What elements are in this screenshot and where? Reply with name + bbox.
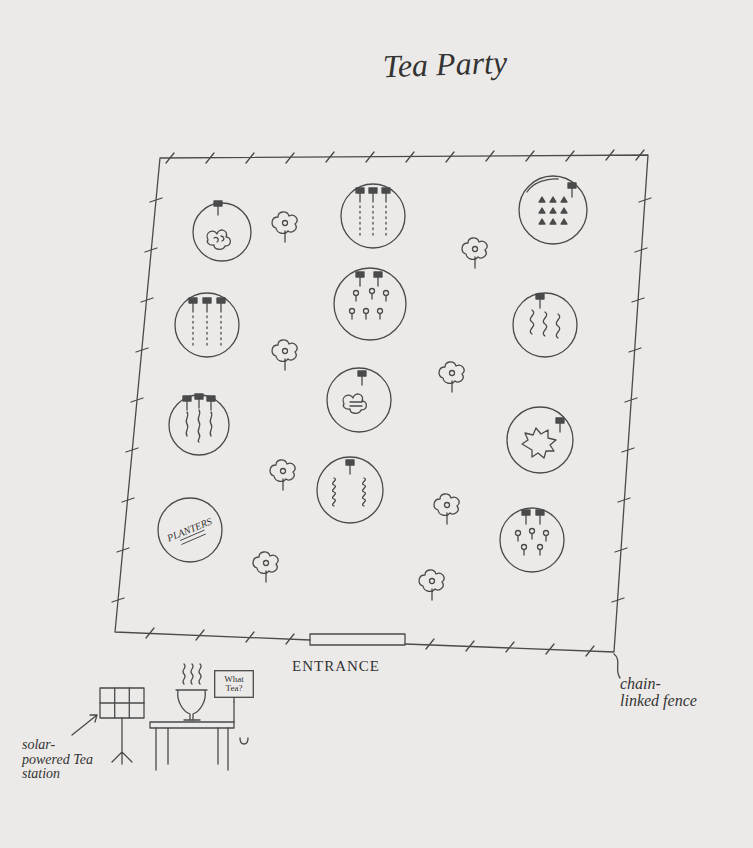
node-text: What Tea? [217,675,251,694]
station-label: solar-powered Tea station [22,738,94,782]
entrance-label: ENTRANCE [292,658,380,675]
node-text-holder: PLANTERS [166,516,214,543]
fence-ticks [112,150,651,656]
entrance-gate [310,634,405,645]
planter-circle: PLANTERS [157,497,223,563]
sign-box: What Tea? [214,670,254,698]
title: Tea Party [382,44,507,85]
fence-label: chain-linked fence [620,676,698,710]
garden-beds [169,176,587,572]
fence-bracket [614,654,620,678]
trees [253,212,487,600]
node-text: PLANTERS [166,516,214,543]
node-text-holder: What Tea? [217,675,251,694]
sign-pole [233,698,234,702]
fence [115,155,648,652]
